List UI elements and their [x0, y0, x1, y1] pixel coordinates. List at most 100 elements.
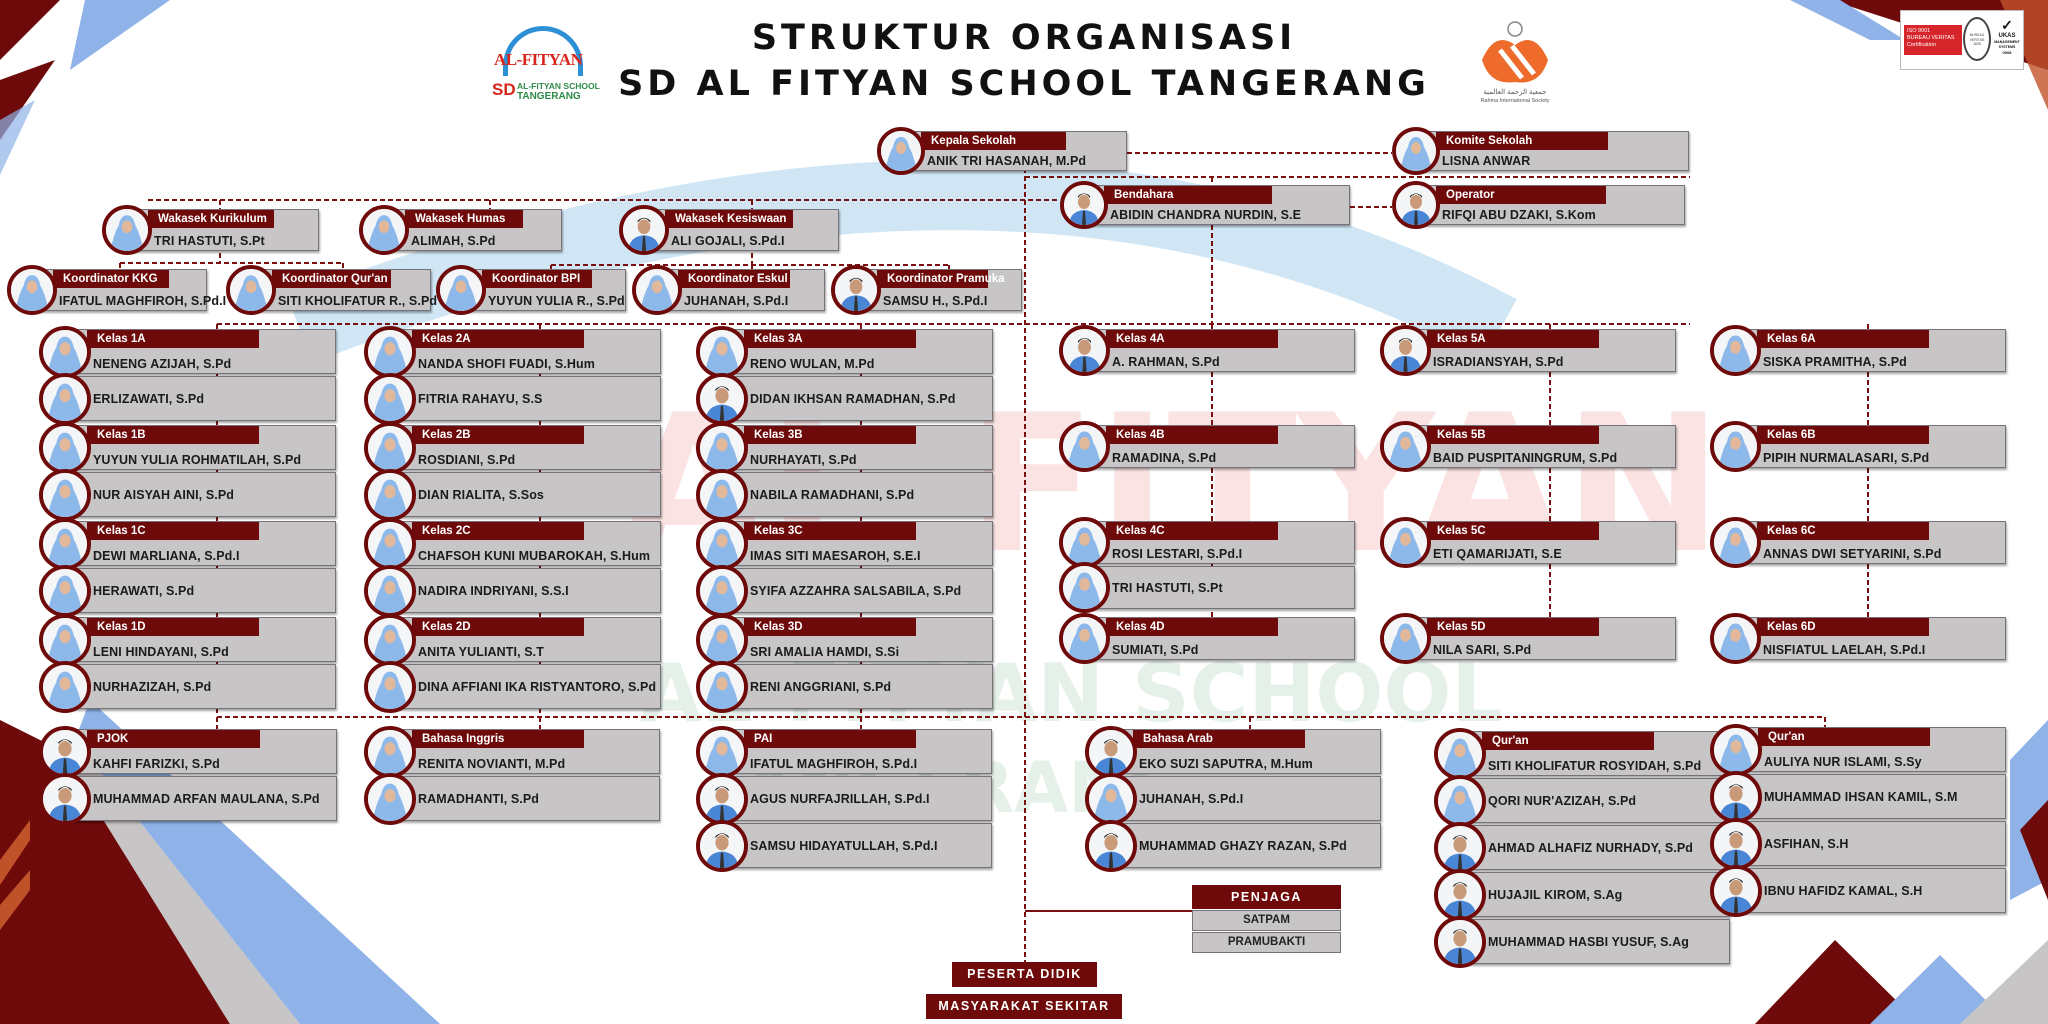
member-row: AGUS NURFAJRILLAH, S.Pd.I	[696, 772, 992, 825]
avatar-photo-icon	[1710, 421, 1761, 472]
member-name: YUYUN YULIA ROHMATILAH, S.Pd	[93, 453, 302, 467]
member-box	[387, 472, 661, 517]
avatar-photo-icon	[1434, 821, 1486, 874]
role-label: Komite Sekolah	[1436, 132, 1608, 150]
member-row: SYIFA AZZAHRA SALSABILA, S.Pd	[696, 564, 993, 617]
role-label: Operator	[1436, 186, 1606, 204]
member-name: SUMIATI, S.Pd	[1112, 643, 1199, 657]
avatar-photo-icon	[696, 325, 748, 378]
member-name: MUHAMMAD ARFAN MAULANA, S.Pd	[93, 791, 320, 806]
role-label: Kelas 3A	[744, 330, 916, 348]
member-row: ASFIHAN, S.H	[1710, 817, 2006, 870]
member-name: ERLIZAWATI, S.Pd	[93, 391, 205, 406]
page-title-line2: SD AL FITYAN SCHOOL TANGERANG	[618, 64, 1430, 104]
member-name: RIFQI ABU DZAKI, S.Kom	[1442, 208, 1596, 222]
member-name: MUHAMMAD IHSAN KAMIL, S.M	[1764, 789, 1958, 804]
avatar-photo-icon	[39, 468, 91, 521]
member-box	[1081, 566, 1355, 609]
al-fityan-logo: AL-FITYAN SD AL-FITYAN SCHOOL TANGERANG	[488, 24, 603, 104]
member-box	[387, 664, 661, 709]
role-label: Kelas 1B	[87, 426, 259, 444]
avatar-photo-icon	[696, 468, 748, 521]
member-name: AGUS NURFAJRILLAH, S.Pd.I	[750, 791, 930, 806]
avatar-photo-icon	[1059, 517, 1110, 568]
ukas-label: UKAS	[1998, 33, 2016, 39]
member-name: ASFIHAN, S.H	[1764, 836, 1849, 851]
member-row: JUHANAH, S.Pd.I	[1085, 772, 1381, 825]
member-name: EKO SUZI SAPUTRA, M.Hum	[1139, 757, 1313, 771]
member-box	[1457, 778, 1730, 823]
member-name: YUYUN YULIA R., S.Pd	[488, 294, 625, 308]
role-label: Kelas 5B	[1427, 426, 1599, 444]
role-label: Koordinator Qur'an	[272, 270, 391, 288]
member-name: ANIK TRI HASANAH, M.Pd	[927, 154, 1087, 168]
role-label: Wakasek Kurikulum	[148, 210, 274, 228]
member-row: NABILA RAMADHANI, S.Pd	[696, 468, 993, 521]
avatar-photo-icon	[632, 265, 682, 315]
role-label: Koordinator BPI	[482, 270, 592, 288]
avatar-photo-icon	[696, 772, 748, 825]
avatar-photo-icon	[1392, 127, 1440, 175]
member-name: SAMSU HIDAYATULLAH, S.Pd.I	[750, 838, 938, 853]
avatar-photo-icon	[1710, 517, 1761, 568]
avatar-photo-icon	[7, 265, 57, 315]
member-row: AHMAD ALHAFIZ NURHADY, S.Pd	[1434, 821, 1730, 874]
avatar-photo-icon	[39, 564, 91, 617]
member-box	[1457, 919, 1730, 964]
avatar-photo-icon	[1380, 517, 1431, 568]
member-name: AULIYA NUR ISLAMI, S.Sy	[1764, 755, 1922, 769]
member-row: NURHAZIZAH, S.Pd	[39, 660, 336, 713]
member-box	[387, 568, 661, 613]
role-label: Kelas 5A	[1427, 330, 1599, 348]
role-label: Wakasek Kesiswaan	[665, 210, 793, 228]
member-name: ANITA YULIANTI, S.T	[418, 645, 544, 659]
role-label: Koordinator Pramuka	[877, 270, 1005, 288]
member-row: DINA AFFIANI IKA RISTYANTORO, S.Pd	[364, 660, 661, 713]
member-name: SRI AMALIA HAMDI, S.Si	[750, 645, 900, 659]
member-box	[387, 376, 661, 421]
iso-label: ISO 9001	[1907, 28, 1931, 34]
member-name: RENI ANGGRIANI, S.Pd	[750, 679, 892, 694]
avatar-photo-icon	[39, 421, 91, 474]
member-name: MUHAMMAD GHAZY RAZAN, S.Pd	[1139, 838, 1347, 853]
avatar-photo-icon	[1434, 868, 1486, 921]
role-label: Kelas 5D	[1427, 618, 1599, 636]
role-label: Kelas 2A	[412, 330, 584, 348]
member-row: QORI NUR'AZIZAH, S.Pd	[1434, 774, 1730, 827]
member-box	[1457, 872, 1730, 917]
member-name: HERAWATI, S.Pd	[93, 583, 195, 598]
avatar-photo-icon	[1060, 181, 1108, 229]
member-name: IMAS SITI MAESAROH, S.E.I	[750, 549, 921, 563]
avatar-photo-icon	[1710, 770, 1762, 823]
member-name: DIDAN IKHSAN RAMADHAN, S.Pd	[750, 391, 956, 406]
avatar-photo-icon	[1059, 325, 1110, 376]
role-label: Qur'an	[1482, 732, 1654, 750]
peserta-didik-box: PESERTA DIDIK	[952, 962, 1097, 987]
member-box	[62, 664, 336, 709]
